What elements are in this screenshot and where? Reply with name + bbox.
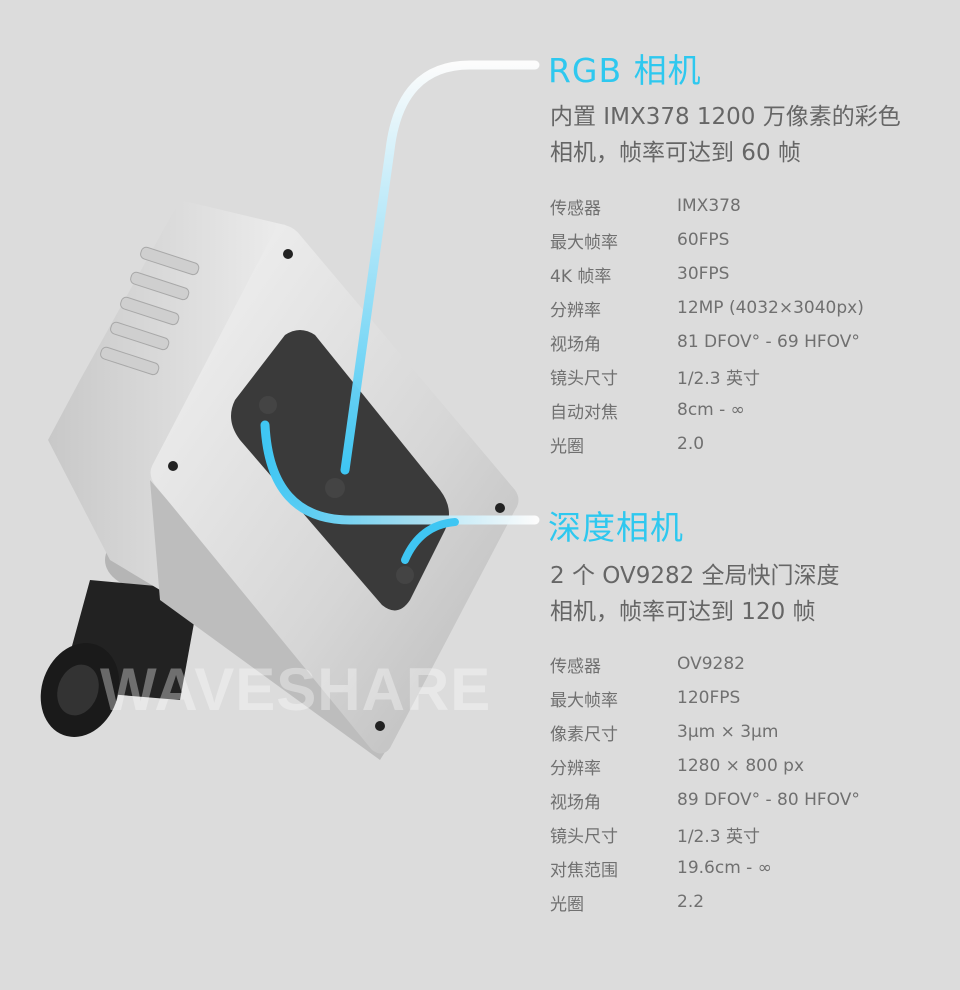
spec-row: 自动对焦 8cm - ∞ (550, 393, 864, 427)
waveshare-watermark: WAVESHARE (100, 656, 492, 723)
spec-value: 8cm - ∞ (677, 400, 745, 420)
spec-label: 视场角 (550, 792, 601, 813)
spec-label: 分辨率 (550, 758, 601, 779)
rgb-spec-table: 传感器 IMX378 最大帧率 60FPS 4K 帧率 30FPS 分辨率 12MP (… (550, 189, 864, 461)
depth-camera-description: 2 个 OV9282 全局快门深度 相机，帧率可达到 120 帧 (550, 558, 950, 630)
spec-value: 120FPS (677, 688, 741, 708)
cable-gland (40, 530, 200, 737)
depth-callout-line (260, 420, 540, 525)
spec-row: 视场角 81 DFOV° - 69 HFOV° (550, 325, 864, 359)
rgb-callout-line (340, 60, 540, 475)
spec-value: 1280 × 800 px (677, 756, 805, 776)
spec-value: 12MP (4032×3040px) (677, 298, 864, 318)
spec-label: 传感器 (550, 198, 601, 219)
description-line: 相机，帧率可达到 60 帧 (550, 140, 801, 166)
spec-row: 4K 帧率 30FPS (550, 257, 864, 291)
spec-row: 光圈 2.0 (550, 427, 864, 461)
spec-value: 3μm × 3μm (677, 722, 779, 742)
spec-row: 像素尺寸 3μm × 3μm (550, 715, 860, 749)
spec-row: 传感器 IMX378 (550, 189, 864, 223)
depth-camera-title: 深度相机 (548, 508, 684, 547)
spec-row: 对焦范围 19.6cm - ∞ (550, 851, 860, 885)
spec-value: 81 DFOV° - 69 HFOV° (677, 332, 860, 352)
spec-label: 镜头尺寸 (550, 368, 618, 389)
spec-label: 最大帧率 (550, 690, 618, 711)
rgb-camera-title: RGB 相机 (548, 51, 702, 90)
spec-row: 传感器 OV9282 (550, 647, 860, 681)
spec-row: 镜头尺寸 1/2.3 英寸 (550, 359, 864, 393)
spec-label: 光圈 (550, 894, 584, 915)
spec-label: 视场角 (550, 334, 601, 355)
spec-value: 1/2.3 英寸 (677, 368, 760, 389)
spec-row: 镜头尺寸 1/2.3 英寸 (550, 817, 860, 851)
spec-label: 像素尺寸 (550, 724, 618, 745)
depth-lens-icon (259, 396, 277, 414)
spec-label: 镜头尺寸 (550, 826, 618, 847)
description-line: 内置 IMX378 1200 万像素的彩色 (550, 104, 901, 130)
spec-value: 1/2.3 英寸 (677, 826, 760, 847)
spec-value: IMX378 (677, 196, 741, 216)
rgb-camera-description: 内置 IMX378 1200 万像素的彩色 相机，帧率可达到 60 帧 (550, 99, 950, 171)
spec-row: 分辨率 1280 × 800 px (550, 749, 860, 783)
lens-window (231, 330, 449, 611)
spec-label: 最大帧率 (550, 232, 618, 253)
heatsink-fins (100, 246, 200, 376)
rgb-lens-icon (325, 478, 345, 498)
spec-label: 传感器 (550, 656, 601, 677)
screw-icons (168, 249, 505, 731)
depth-lens-icon-2 (396, 566, 414, 584)
spec-row: 视场角 89 DFOV° - 80 HFOV° (550, 783, 860, 817)
spec-value: 2.0 (677, 434, 705, 454)
spec-value: 2.2 (677, 892, 705, 912)
spec-row: 最大帧率 60FPS (550, 223, 864, 257)
description-line: 2 个 OV9282 全局快门深度 (550, 563, 840, 589)
spec-label: 光圈 (550, 436, 584, 457)
spec-value: 19.6cm - ∞ (677, 858, 772, 878)
spec-label: 自动对焦 (550, 402, 618, 423)
spec-value: 30FPS (677, 264, 730, 284)
spec-row: 最大帧率 120FPS (550, 681, 860, 715)
spec-row: 分辨率 12MP (4032×3040px) (550, 291, 864, 325)
depth-callout-line-2 (401, 518, 459, 564)
spec-label: 分辨率 (550, 300, 601, 321)
spec-value: 89 DFOV° - 80 HFOV° (677, 790, 860, 810)
depth-spec-table: 传感器 OV9282 最大帧率 120FPS 像素尺寸 3μm × 3μm 分辨率 12… (550, 647, 860, 919)
description-line: 相机，帧率可达到 120 帧 (550, 599, 816, 625)
spec-label: 4K 帧率 (550, 266, 612, 287)
spec-label: 对焦范围 (550, 860, 618, 881)
camera-body (48, 200, 285, 590)
spec-row: 光圈 2.2 (550, 885, 860, 919)
spec-value: OV9282 (677, 654, 745, 674)
spec-value: 60FPS (677, 230, 730, 250)
